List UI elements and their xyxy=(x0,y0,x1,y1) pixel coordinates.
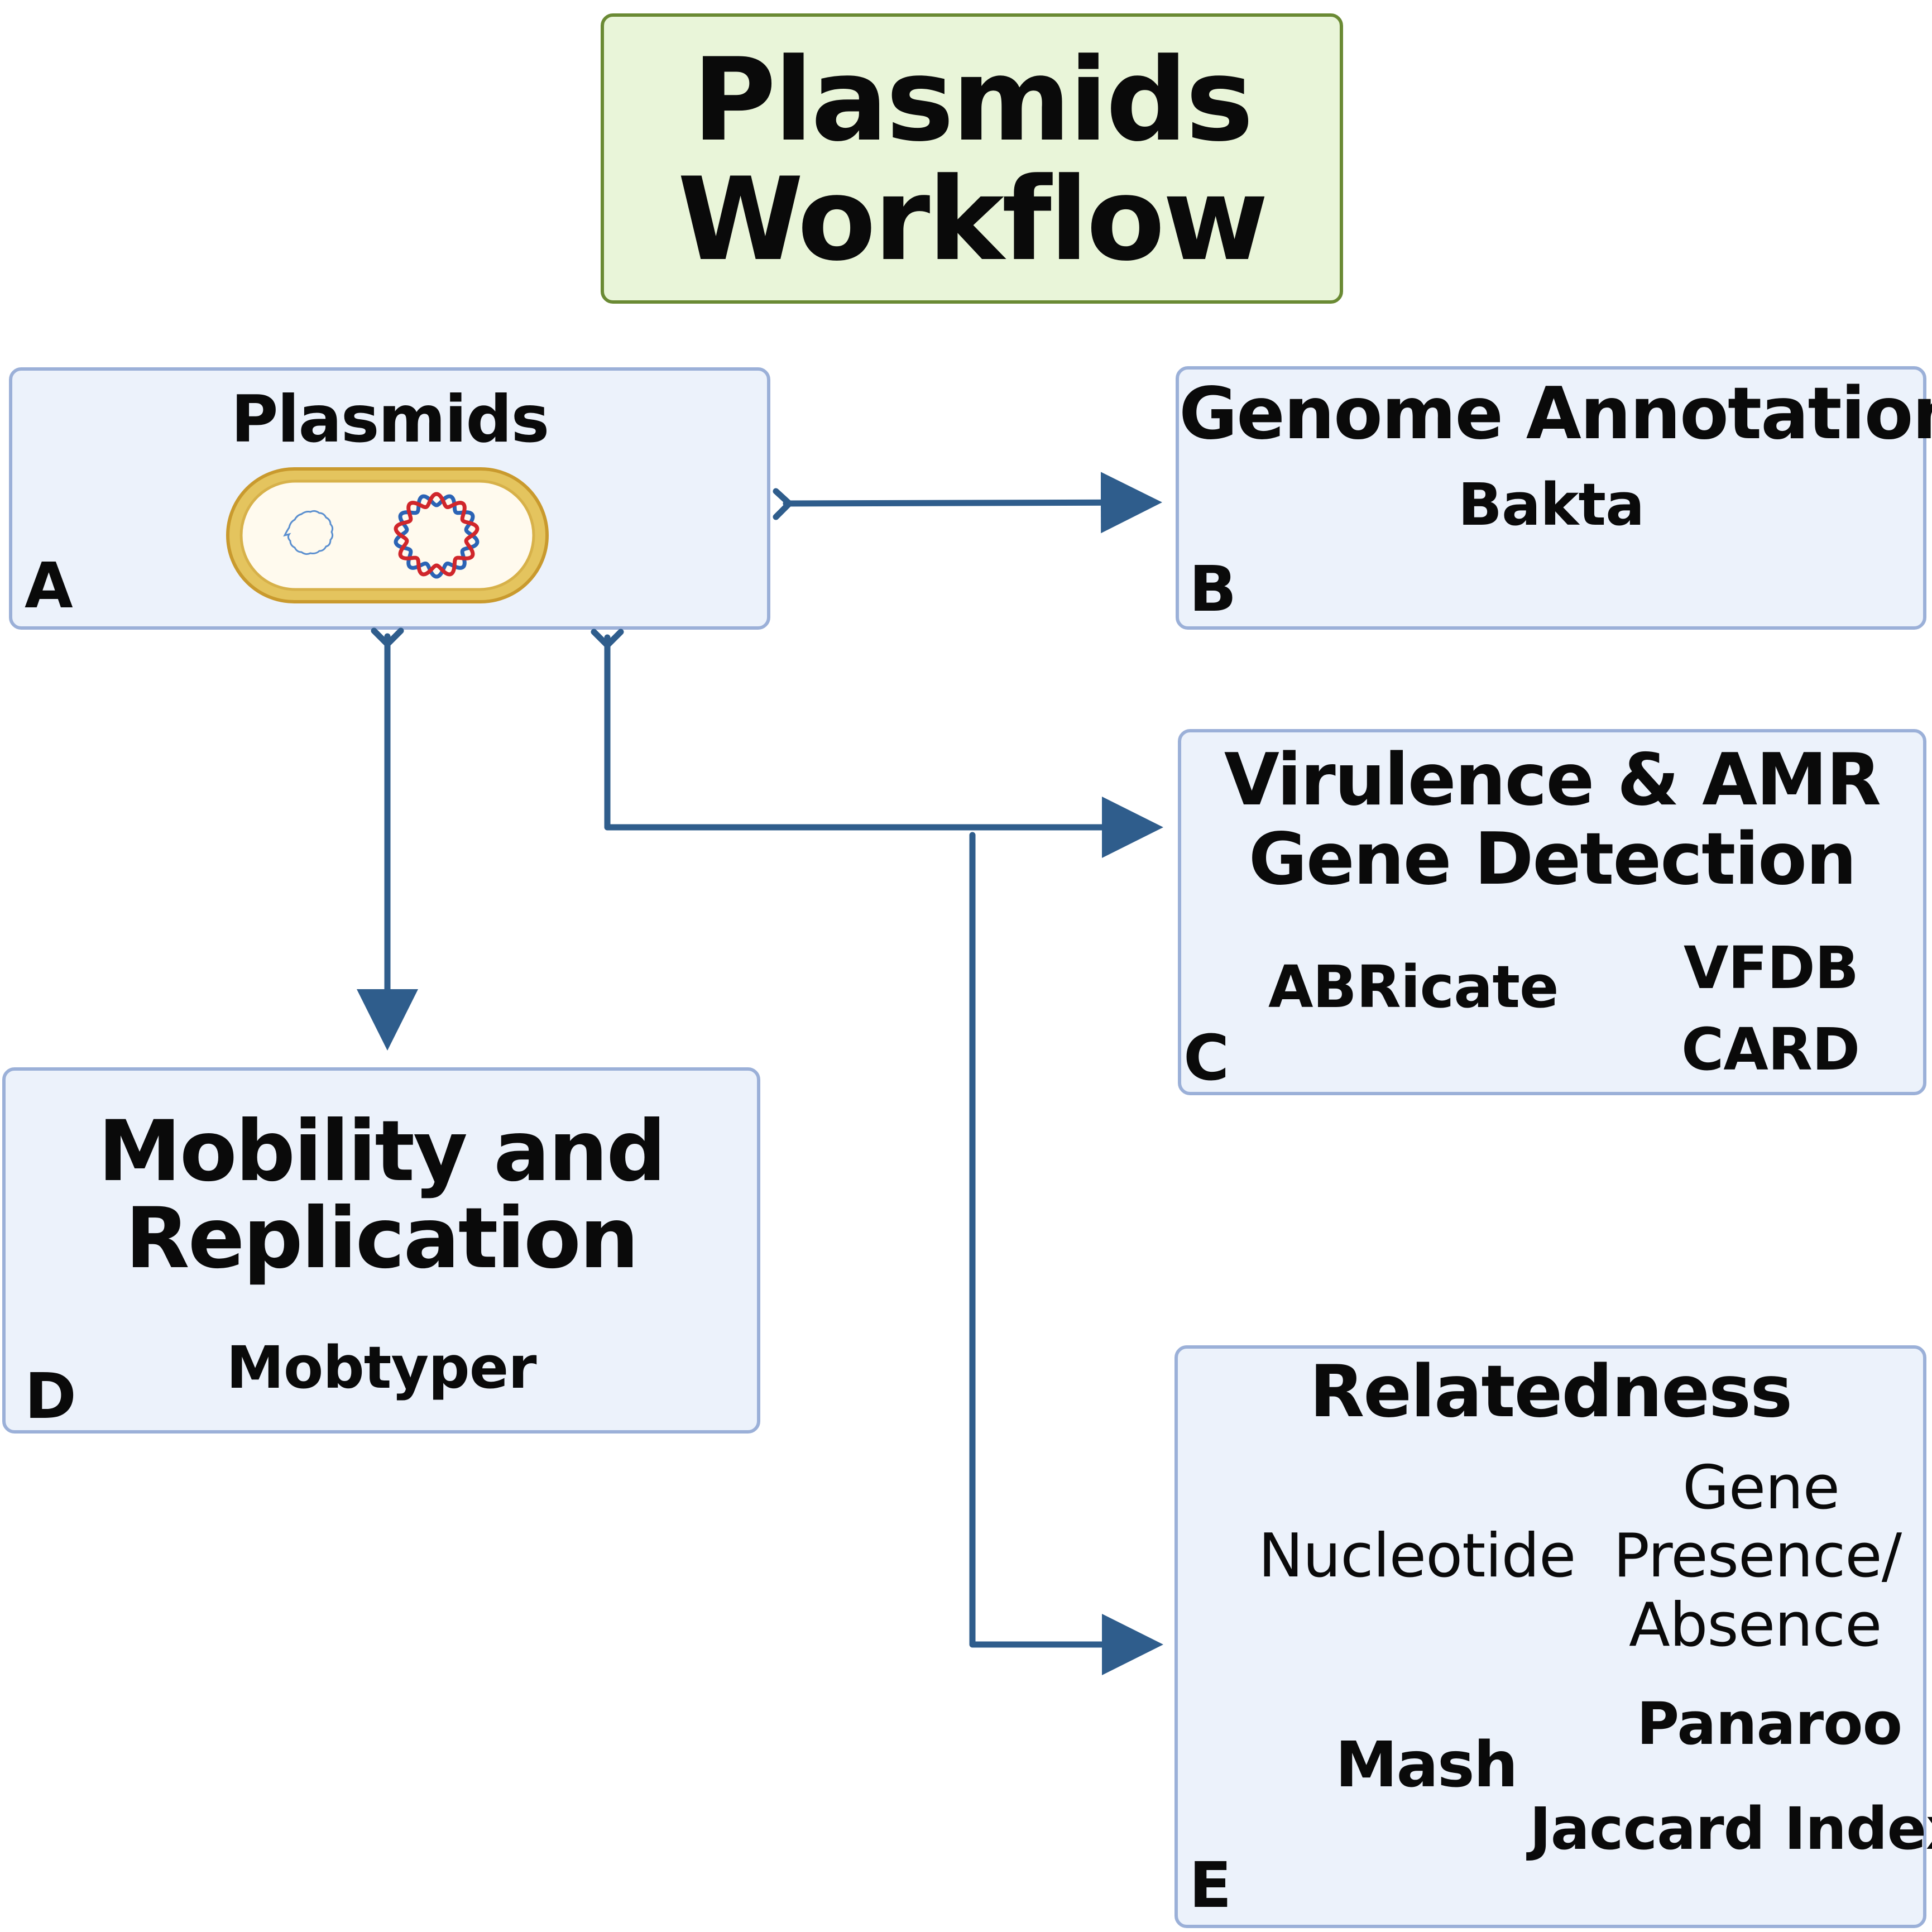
panel-d-title-line-1: Mobility and xyxy=(98,1103,666,1200)
panel-a-title: Plasmids xyxy=(231,382,550,457)
panel-e-left-tool: Mash xyxy=(1335,1729,1518,1801)
panel-b-letter: B xyxy=(1189,553,1237,626)
panel-e-right-heading-line-3: Absence xyxy=(1629,1590,1882,1660)
connector-branch-to-e xyxy=(969,832,1163,1675)
panel-b-tool: Bakta xyxy=(1458,471,1645,539)
connector-a-to-b xyxy=(783,472,1162,534)
panel-d-mobility-replication: Mobility and Replication Mobtyper D xyxy=(2,1067,760,1434)
small-plasmid-icon xyxy=(283,510,334,555)
title-line-2: Workflow xyxy=(677,154,1269,286)
connector-a-to-c-tail xyxy=(591,629,624,649)
panel-c-title-line-2: Gene Detection xyxy=(1248,818,1857,901)
panel-e-title: Relatedness xyxy=(1309,1350,1793,1434)
panel-e-right-heading-line-1: Gene xyxy=(1682,1453,1840,1523)
large-plasmid-icon xyxy=(394,492,480,579)
panel-d-tool: Mobtyper xyxy=(226,1334,536,1402)
panel-a-letter: A xyxy=(25,550,73,622)
title-box: Plasmids Workflow xyxy=(601,13,1343,304)
title-line-1: Plasmids xyxy=(692,34,1254,167)
panel-c-db-card: CARD xyxy=(1681,1015,1860,1084)
panel-e-right-tool-1: Panaroo xyxy=(1637,1690,1902,1758)
panel-e-right-heading-line-2: Presence/ xyxy=(1613,1521,1902,1591)
connector-a-to-c xyxy=(604,634,1163,858)
panel-d-letter: D xyxy=(25,1360,76,1433)
panel-c-letter: C xyxy=(1183,1022,1230,1095)
panel-e-left-heading: Nucleotide xyxy=(1258,1521,1576,1591)
panel-e-right-tool-2: Jaccard Index xyxy=(1530,1795,1932,1863)
panel-e-relatedness: Relatedness Nucleotide Gene Presence/ Ab… xyxy=(1174,1345,1932,1928)
connector-a-to-b-tail xyxy=(773,488,793,520)
bacterium-with-plasmids-icon xyxy=(226,467,549,603)
connector-a-to-d-tail xyxy=(371,627,404,648)
panel-c-title-line-1: Virulence & AMR xyxy=(1224,739,1881,822)
panel-c-tool: ABRicate xyxy=(1268,953,1559,1021)
panel-e-letter: E xyxy=(1189,1849,1232,1922)
panel-b-title: Genome Annotation xyxy=(1179,372,1932,456)
panel-d-title-line-2: Replication xyxy=(125,1190,639,1287)
panel-a-plasmids: Plasmids A xyxy=(9,367,770,630)
panel-b-genome-annotation: Genome Annotation Bakta B xyxy=(1176,366,1932,630)
panel-c-virulence-amr: Virulence & AMR Gene Detection ABRicate … xyxy=(1178,729,1926,1095)
panel-c-db-vfdb: VFDB xyxy=(1684,934,1859,1002)
